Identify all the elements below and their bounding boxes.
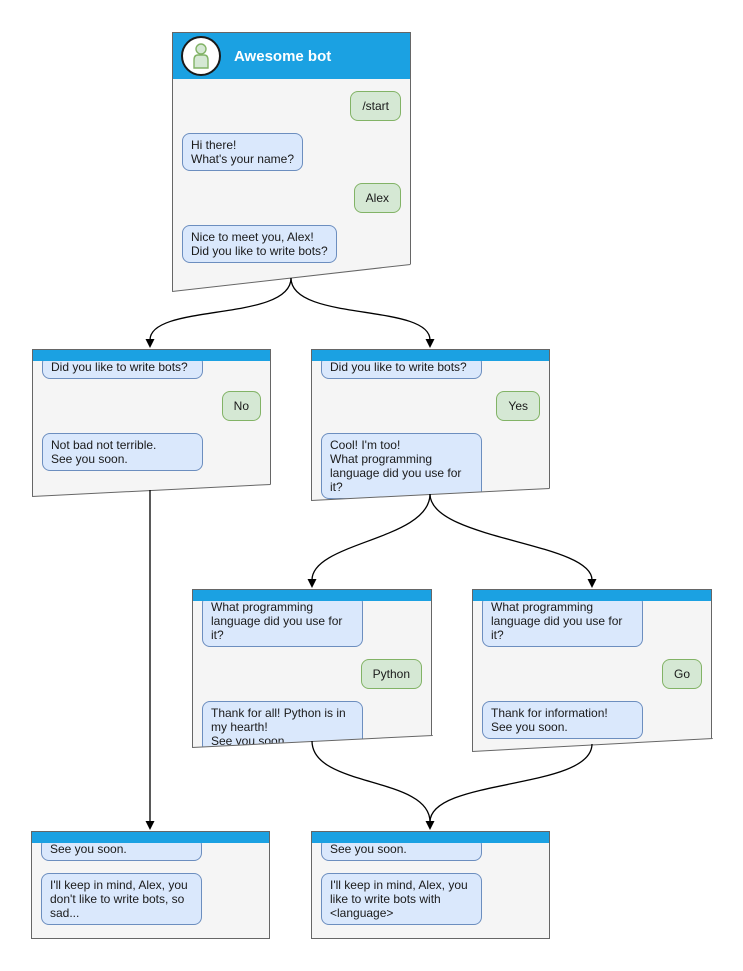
- message-list: Did you like to write bots? Yes Cool! I'…: [312, 355, 549, 499]
- user-message-bubble: Alex: [353, 183, 401, 213]
- bot-message-bubble: I'll keep in mind, Alex, you like to wri…: [321, 873, 482, 925]
- user-message-bubble: Yes: [496, 391, 540, 421]
- person-icon: [193, 43, 209, 69]
- chat-window-main: Awesome bot /start Hi there! What's your…: [172, 32, 411, 291]
- arrowhead: [145, 339, 155, 348]
- chat-window-header: [193, 590, 431, 601]
- bot-avatar: [181, 36, 221, 76]
- bot-message-bubble: Not bad not terrible. See you soon.: [42, 433, 203, 471]
- bot-message-bubble: Thank for information! See you soon.: [482, 701, 643, 739]
- arrowhead: [307, 579, 317, 588]
- message-list: /start Hi there! What's your name? Alex …: [173, 79, 410, 263]
- arrowhead: [145, 821, 155, 830]
- bot-message-bubble: Cool! I'm too! What programming language…: [321, 433, 482, 499]
- bot-message-bubble: Nice to meet you, Alex! Did you like to …: [182, 225, 337, 263]
- message-list: What programming language did you use fo…: [193, 595, 431, 747]
- chat-window-header: [33, 350, 270, 361]
- connector-yes-to-go: [429, 493, 593, 581]
- connector-yes-to-python: [311, 493, 431, 581]
- chat-window-end-no: See you soon. I'll keep in mind, Alex, y…: [31, 831, 270, 939]
- bot-message-bubble: Hi there! What's your name?: [182, 133, 304, 171]
- bot-title: Awesome bot: [234, 47, 332, 65]
- message-list: See you soon. I'll keep in mind, Alex, y…: [312, 837, 549, 925]
- user-message-bubble: /start: [350, 91, 401, 121]
- chat-window-branch-python: What programming language did you use fo…: [192, 589, 432, 747]
- connector-main-to-yes: [290, 277, 431, 341]
- message-list: See you soon. I'll keep in mind, Alex, y…: [32, 837, 269, 925]
- user-message-bubble: Go: [661, 659, 702, 689]
- arrowhead: [425, 339, 435, 348]
- chat-window-header: [312, 832, 549, 843]
- chat-window-branch-go: What programming language did you use fo…: [472, 589, 712, 751]
- bot-message-bubble: What programming language did you use fo…: [202, 595, 363, 647]
- arrowhead: [587, 579, 597, 588]
- chat-window-header: [312, 350, 549, 361]
- chat-window-header: [473, 590, 711, 601]
- message-list: Did you like to write bots? No Not bad n…: [33, 355, 270, 471]
- user-message-bubble: Python: [360, 659, 422, 689]
- bot-message-bubble: What programming language did you use fo…: [482, 595, 643, 647]
- arrowhead: [425, 821, 435, 830]
- chat-window-header: [32, 832, 269, 843]
- chat-window-end-yes: See you soon. I'll keep in mind, Alex, y…: [311, 831, 550, 939]
- bot-message-bubble: Thank for all! Python is in my hearth! S…: [202, 701, 363, 747]
- chat-window-branch-yes: Did you like to write bots? Yes Cool! I'…: [311, 349, 550, 500]
- connector-main-to-no: [149, 277, 292, 341]
- connector-go-to-end: [429, 743, 593, 823]
- bot-message-bubble: I'll keep in mind, Alex, you don't like …: [41, 873, 202, 925]
- connector-python-to-end: [311, 740, 431, 823]
- chat-window-branch-no: Did you like to write bots? No Not bad n…: [32, 349, 271, 496]
- user-message-bubble: No: [221, 391, 261, 421]
- message-list: What programming language did you use fo…: [473, 595, 711, 739]
- chat-window-header: Awesome bot: [173, 33, 410, 79]
